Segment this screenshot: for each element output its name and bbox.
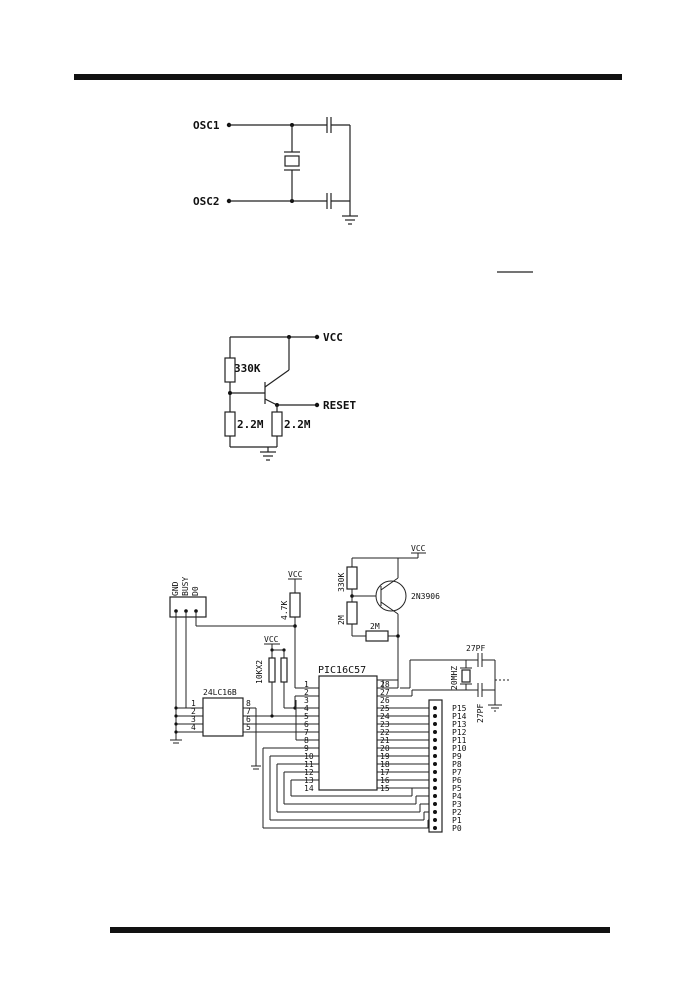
port-label: P7 <box>452 768 462 777</box>
port-label: P9 <box>452 752 462 761</box>
r-2m2-left-label: 2.2M <box>237 418 264 431</box>
eeprom-label: 24LC16B <box>203 688 237 697</box>
port-pin <box>433 706 437 710</box>
mcu-pin-left-label: 14 <box>304 784 314 793</box>
r-2m-s: 2M <box>337 615 346 625</box>
port-label: P12 <box>452 728 467 737</box>
port-label: P10 <box>452 744 467 753</box>
mcu-pin-left-label: 8 <box>304 736 309 745</box>
mcu-pin-right-label: 26 <box>380 696 390 705</box>
port-label: P6 <box>452 776 462 785</box>
cap-top-label: 27PF <box>466 644 485 653</box>
eeprom-pins-left: 1 2 3 4 <box>191 699 196 732</box>
r-series-label: 2M <box>370 622 380 631</box>
connector-labels: GND BUSY D0 <box>171 577 200 596</box>
r-2m2-right-label: 2.2M <box>284 418 311 431</box>
port-label: P13 <box>452 720 467 729</box>
mcu-pin-left-label: 3 <box>304 696 309 705</box>
svg-text:2: 2 <box>191 707 196 716</box>
port-pin <box>433 786 437 790</box>
rn-vcc: VCC <box>264 635 279 644</box>
r-330k-s: 330K <box>337 573 346 592</box>
port-pin <box>433 738 437 742</box>
port-label: P3 <box>452 800 462 809</box>
r-330k-label: 330K <box>234 362 261 375</box>
main-schematic: GND BUSY D0 VCC 4.7K VCC 330K 2M <box>169 544 510 833</box>
eeprom-pins-right: 8 7 6 5 <box>246 699 251 732</box>
pullup-vcc: VCC <box>288 570 303 579</box>
port-pin <box>433 826 437 830</box>
port-pin <box>433 754 437 758</box>
mcu-label: PIC16C57 <box>318 665 366 676</box>
mcu-pin-left-label: 6 <box>304 720 309 729</box>
reset-circuit: VCC 330K 2.2M RESET 2.2M <box>224 331 356 461</box>
svg-text:5: 5 <box>246 723 251 732</box>
svg-text:3: 3 <box>191 715 196 724</box>
oscillator-circuit: OSC1 OSC2 <box>193 117 358 225</box>
header-rule <box>74 74 622 80</box>
crystal-label: 20MHZ <box>450 666 459 690</box>
mcu-pin-left-label: 5 <box>304 712 309 721</box>
mcu-pin-left-label: 7 <box>304 728 309 737</box>
mcu-pin-right-label: 28 <box>380 680 390 689</box>
cap-bottom-label: 27PF <box>476 704 485 723</box>
port-label: P5 <box>452 784 462 793</box>
footer-rule <box>110 927 610 933</box>
port-pin <box>433 762 437 766</box>
mcu-pin-left-label: 1 <box>304 680 309 689</box>
port-label: P15 <box>452 704 467 713</box>
port-pin <box>433 730 437 734</box>
svg-text:1: 1 <box>191 699 196 708</box>
mcu-pin-left-label: 2 <box>304 688 309 697</box>
port-pin <box>433 746 437 750</box>
osc1-label: OSC1 <box>193 119 220 132</box>
port-pin <box>433 802 437 806</box>
osc2-label: OSC2 <box>193 195 220 208</box>
tr-vcc: VCC <box>411 544 426 553</box>
port-label: P2 <box>452 808 462 817</box>
svg-text:BUSY: BUSY <box>181 577 190 596</box>
reset-vcc-label: VCC <box>323 331 343 344</box>
port-pin <box>433 818 437 822</box>
reset-label: RESET <box>323 399 356 412</box>
svg-text:GND: GND <box>171 581 180 596</box>
svg-text:8: 8 <box>246 699 251 708</box>
port-label: P14 <box>452 712 467 721</box>
transistor-label: 2N3906 <box>411 592 440 601</box>
port-pin <box>433 778 437 782</box>
mcu-pin-left-label: 4 <box>304 704 309 713</box>
port-header <box>428 699 443 833</box>
svg-text:4: 4 <box>191 723 196 732</box>
mcu-chip <box>318 675 378 791</box>
rn-label: 10KX2 <box>255 660 264 684</box>
port-label: P8 <box>452 760 462 769</box>
port-label: P4 <box>452 792 462 801</box>
port-label: P11 <box>452 736 467 745</box>
eeprom-chip <box>202 697 244 737</box>
mcu-pin-right-label: 27 <box>380 688 390 697</box>
port-pin <box>433 714 437 718</box>
svg-text:6: 6 <box>246 715 251 724</box>
port-pin <box>433 722 437 726</box>
port-pin <box>433 810 437 814</box>
connector <box>169 596 207 618</box>
port-label: P1 <box>452 816 462 825</box>
svg-text:7: 7 <box>246 707 251 716</box>
svg-text:D0: D0 <box>191 586 200 596</box>
pullup-label: 4.7K <box>280 601 289 620</box>
port-label: P0 <box>452 824 462 833</box>
port-pin <box>433 770 437 774</box>
port-pin <box>433 794 437 798</box>
